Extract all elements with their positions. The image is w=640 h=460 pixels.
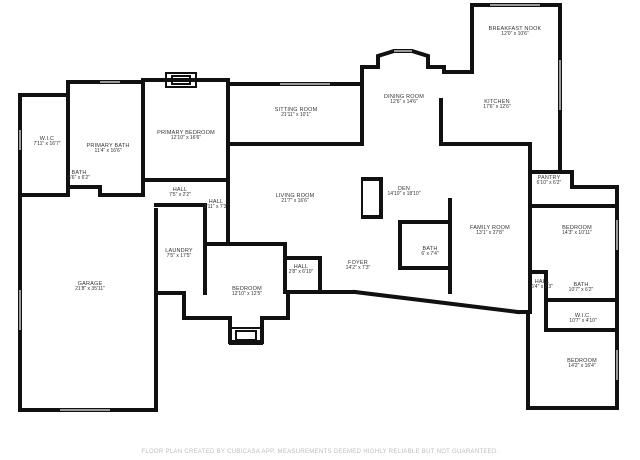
room-dimensions: 12'10" x 12'5" <box>231 291 263 298</box>
room-name: GARAGE <box>77 280 103 287</box>
room-label-sitting-room: SITTING ROOM 21'11" x 10'1" <box>275 107 318 119</box>
room-dimensions: 21'8" x 35'11" <box>75 286 105 293</box>
room-name: DEN <box>397 185 411 192</box>
room-name: PANTRY <box>537 174 561 181</box>
room-name: LAUNDRY <box>165 247 193 254</box>
room-dimensions: 5'6" x 6'2" <box>68 175 90 182</box>
room-name: W.I.C. <box>574 312 592 319</box>
room-dimensions: 6'10" x 6'2" <box>536 180 562 187</box>
room-label-hall-right: HALL 6'4" x 3'3" <box>531 279 553 291</box>
room-label-primary-bath: PRIMARY BATH 11'4" x 16'6" <box>86 143 129 155</box>
room-name: W.I.C <box>39 135 55 142</box>
room-dimensions: 6' x 7'4" <box>421 251 439 258</box>
room-label-bath-small-left: BATH 5'6" x 6'2" <box>68 170 90 182</box>
room-dimensions: 21'7" x 16'6" <box>281 198 309 205</box>
room-name: LIVING ROOM <box>275 192 315 199</box>
room-name: HALL <box>172 186 188 193</box>
fireplaces <box>165 72 383 345</box>
room-dimensions: 6'4" x 3'3" <box>531 284 553 291</box>
room-label-bath-right: BATH 10'7" x 6'2" <box>569 282 594 294</box>
room-label-hall-mid: HALL 2'11" x 7'3" <box>204 199 228 211</box>
room-dimensions: 14'2" x 16'4" <box>568 363 596 370</box>
room-label-bedroom-right-top: BEDROOM 14'3" x 10'11" <box>562 225 592 237</box>
room-label-wic-left: W.I.C 7'11" x 16'7" <box>33 136 60 148</box>
room-name: FOYER <box>348 259 368 266</box>
room-dimensions: 7'11" x 16'7" <box>33 141 61 148</box>
room-label-bedroom-center: BEDROOM 12'10" x 12'5" <box>232 286 262 298</box>
room-label-foyer: FOYER 14'2" x 7'3" <box>346 260 371 272</box>
disclaimer-footer: FLOOR PLAN CREATED BY CUBICASA APP. MEAS… <box>141 449 499 455</box>
room-dimensions: 13'1" x 27'8" <box>476 230 504 237</box>
room-name: HALL <box>534 278 550 285</box>
room-name: PRIMARY BATH <box>86 142 130 149</box>
room-name: HALL <box>293 263 309 270</box>
room-label-breakfast-nook: BREAKFAST NOOK 12'0" x 10'6" <box>489 26 542 38</box>
room-name: BEDROOM <box>232 285 262 292</box>
room-label-primary-bedroom: PRIMARY BEDROOM 12'10" x 16'6" <box>157 130 215 142</box>
room-label-garage: GARAGE 21'8" x 35'11" <box>75 281 105 293</box>
room-dimensions: 11'4" x 16'6" <box>94 148 122 155</box>
interior-walls <box>18 80 619 332</box>
room-label-hall-top: HALL 7'5" x 2'2" <box>169 187 191 199</box>
room-dimensions: 21'11" x 10'1" <box>281 112 311 119</box>
exterior-walls <box>18 3 619 412</box>
room-dimensions: 12'10" x 16'6" <box>170 135 202 142</box>
room-dimensions: 14'3" x 10'11" <box>562 230 592 237</box>
room-label-den: DEN 14'10" x 18'10" <box>388 186 421 198</box>
room-name: BEDROOM <box>567 357 597 364</box>
room-name: SITTING ROOM <box>274 106 318 113</box>
room-name: DINING ROOM <box>383 93 425 100</box>
room-name: BATH <box>573 281 589 288</box>
room-label-dining-room: DINING ROOM 12'6" x 14'6" <box>384 94 424 106</box>
windows <box>19 4 618 411</box>
room-label-bath-center: BATH 6' x 7'4" <box>421 246 438 258</box>
room-name: BEDROOM <box>562 224 592 231</box>
room-name: BATH <box>71 169 87 176</box>
room-label-bedroom-right-bottom: BEDROOM 14'2" x 16'4" <box>567 358 597 370</box>
room-dimensions: 10'7" x 6'2" <box>568 287 594 294</box>
room-name: PRIMARY BEDROOM <box>157 129 215 136</box>
room-name: KITCHEN <box>484 98 510 105</box>
room-name: HALL <box>208 198 224 205</box>
room-dimensions: 12'6" x 14'6" <box>390 99 418 106</box>
room-name: BATH <box>422 245 438 252</box>
room-label-living-room: LIVING ROOM 21'7" x 16'6" <box>276 193 315 205</box>
room-dimensions: 14'2" x 7'3" <box>345 265 371 272</box>
room-label-kitchen: KITCHEN 17'6" x 12'6" <box>483 99 510 111</box>
room-dimensions: 17'6" x 12'6" <box>483 104 511 111</box>
room-dimensions: 2'11" x 7'3" <box>203 204 229 211</box>
room-name: FAMILY ROOM <box>470 224 510 231</box>
room-dimensions: 10'7" x 4'10" <box>569 318 597 325</box>
room-label-wic-right: W.I.C. 10'7" x 4'10" <box>569 313 596 325</box>
room-label-pantry: PANTRY 6'10" x 6'2" <box>537 175 562 187</box>
room-dimensions: 2'8" x 6'10" <box>288 269 314 276</box>
room-name: BREAKFAST NOOK <box>488 25 542 32</box>
room-label-hall-small: HALL 2'8" x 6'10" <box>289 264 314 276</box>
room-label-laundry: LAUNDRY 7'5" x 17'5" <box>165 248 193 260</box>
room-dimensions: 14'10" x 18'10" <box>387 191 421 198</box>
room-dimensions: 12'0" x 10'6" <box>501 31 529 38</box>
room-dimensions: 7'5" x 2'2" <box>169 192 191 199</box>
room-dimensions: 7'5" x 17'5" <box>166 253 192 260</box>
room-label-family-room: FAMILY ROOM 13'1" x 27'8" <box>470 225 510 237</box>
